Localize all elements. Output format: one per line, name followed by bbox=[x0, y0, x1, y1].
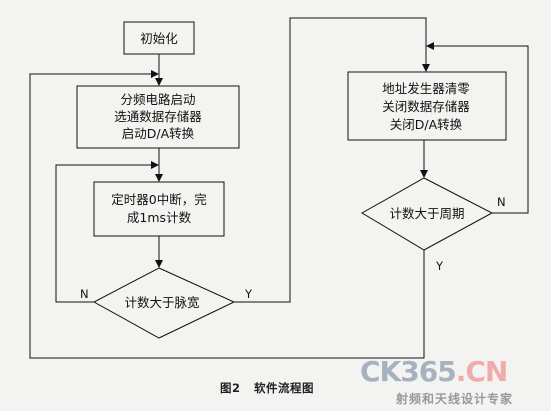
path-pulse-yes-to-reset bbox=[234, 17, 430, 303]
label-period-yes: Y bbox=[435, 259, 444, 273]
loop-pulse-no bbox=[55, 161, 159, 303]
figure-caption: 图2 软件流程图 bbox=[220, 381, 315, 395]
watermark-logo: CK365.CN bbox=[360, 355, 509, 388]
label-pulse-no: N bbox=[80, 287, 89, 301]
period-check-label: 计数大于周期 bbox=[389, 206, 464, 221]
setup-label-line2: 选通数据存储器 bbox=[114, 109, 202, 124]
reset-label-line3: 关闭D/A转换 bbox=[390, 117, 463, 132]
pulse-check-label: 计数大于脉宽 bbox=[124, 295, 199, 310]
loop-period-no bbox=[426, 42, 529, 214]
path-period-yes-to-setup bbox=[29, 70, 425, 359]
timer-label-line1: 定时器0中断，完 bbox=[111, 192, 206, 207]
init-label: 初始化 bbox=[140, 31, 178, 46]
pulse-check-diamond bbox=[92, 267, 236, 339]
timer-box bbox=[93, 181, 225, 237]
setup-label-line1: 分频电路启动 bbox=[120, 92, 195, 107]
watermark-logo-accent: .CN bbox=[455, 355, 509, 388]
setup-box bbox=[76, 85, 240, 149]
label-period-no: N bbox=[497, 195, 506, 209]
reset-label-line2: 关闭数据存储器 bbox=[382, 99, 470, 114]
watermark-logo-main: CK365 bbox=[360, 355, 457, 388]
reset-label-line1: 地址发生器清零 bbox=[382, 81, 470, 96]
reset-box bbox=[347, 71, 507, 141]
label-pulse-yes: Y bbox=[244, 287, 253, 301]
timer-label-line2: 成1ms计数 bbox=[127, 210, 192, 225]
watermark-subtitle: 射频和天线设计专家 bbox=[396, 392, 514, 406]
setup-label-line3: 启动D/A转换 bbox=[122, 126, 195, 141]
